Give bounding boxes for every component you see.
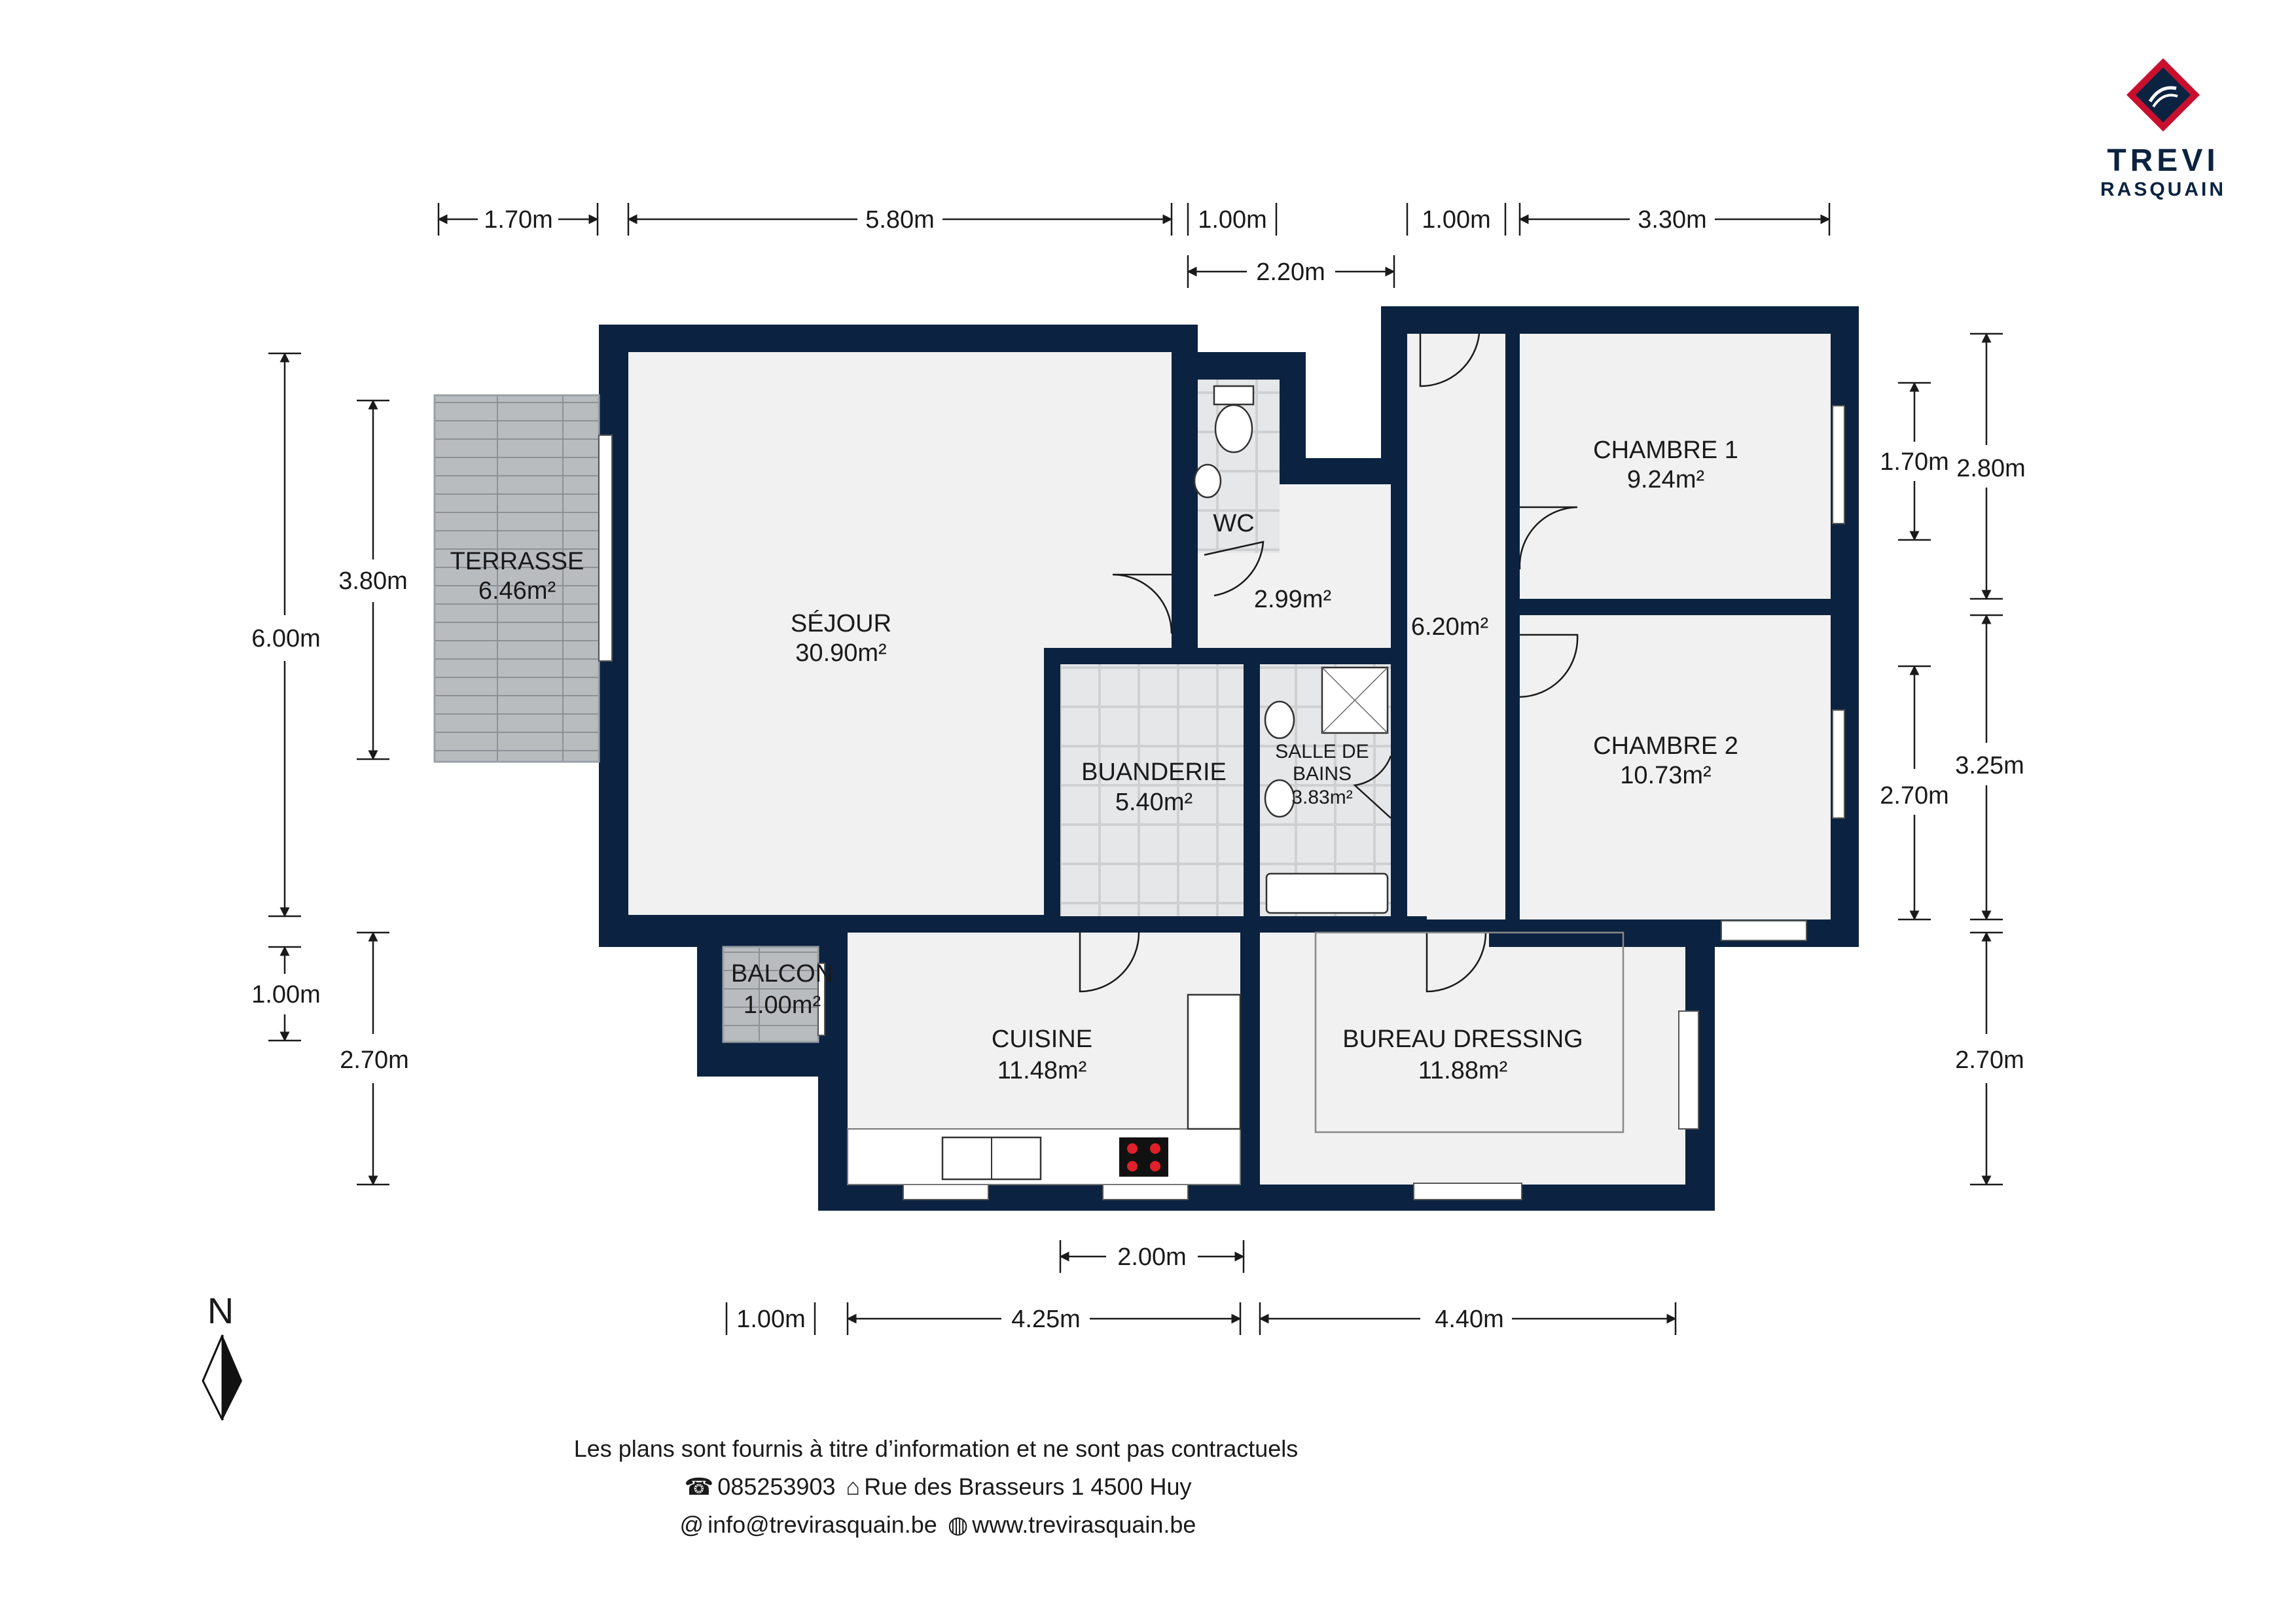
chambre2-floor — [1520, 615, 1831, 919]
sdb-sink-2 — [1264, 779, 1295, 818]
compass-label: N — [207, 1290, 234, 1331]
dim-left-3: 1.00m — [251, 981, 321, 1008]
address: Rue des Brasseurs 1 4500 Huy — [864, 1473, 1192, 1500]
dim-right-3: 3.25m — [1955, 752, 2024, 779]
balcon-area: 1.00m² — [744, 991, 821, 1019]
dim-top-1: 1.70m — [484, 206, 553, 234]
hall-area: 2.99m² — [1254, 586, 1331, 613]
dim-left-1: 6.00m — [251, 625, 321, 652]
cuisine-area: 11.48m² — [997, 1057, 1087, 1084]
dimensions-left: 6.00m 3.80m 1.00m 2.70m — [251, 352, 409, 1186]
logo-emblem-icon — [2126, 58, 2200, 132]
house-icon: ⌂ — [846, 1473, 861, 1500]
at-icon: @ — [679, 1511, 704, 1538]
dim-bottom-3: 4.40m — [1435, 1306, 1504, 1333]
disclaimer: Les plans sont fournis à titre d’informa… — [573, 1435, 1299, 1462]
cuisine-wall-stub — [1187, 993, 1242, 1130]
bureau-floor — [1260, 933, 1685, 1185]
terrasse-name: TERRASSE — [450, 548, 584, 575]
chambre1-area: 9.24m² — [1627, 466, 1704, 493]
phone: 085253903 — [717, 1473, 836, 1500]
hall-floor — [1198, 484, 1393, 648]
balcon-name: BALCON — [731, 960, 833, 988]
chambre2-area: 10.73m² — [1620, 762, 1711, 789]
dimensions-right: 1.70m 2.80m 3.25m 2.70m 2.70m — [1880, 332, 2026, 1186]
wc-sink-icon — [1193, 463, 1222, 499]
sdb-name-l1: SALLE DE — [1275, 741, 1369, 762]
dim-bottom-2: 4.25m — [1011, 1306, 1081, 1333]
dim-right-5: 2.70m — [1955, 1046, 2024, 1074]
buanderie-name: BUANDERIE — [1081, 758, 1227, 786]
windows — [598, 405, 1845, 1200]
dim-bottom-upper: 2.00m — [1117, 1243, 1187, 1271]
toilet-icon — [1214, 404, 1253, 454]
website[interactable]: www.trevirasquain.be — [972, 1511, 1196, 1538]
dim-top-2: 5.80m — [865, 206, 935, 234]
email[interactable]: info@trevirasquain.be — [708, 1511, 937, 1538]
logo-line1: TREVI — [2107, 143, 2219, 178]
dimensions-top: 1.70m 5.80m 1.00m 1.00m 3.30m 2.20m — [437, 203, 1831, 288]
chambre1-floor — [1520, 334, 1831, 599]
dim-right-4: 2.70m — [1880, 782, 1949, 810]
contact-row-2: @info@trevirasquain.be ◍www.trevirasquai… — [0, 1506, 1872, 1544]
sejour-name: SÉJOUR — [791, 609, 891, 637]
sejour-area: 30.90m² — [795, 639, 886, 667]
chambre2-name: CHAMBRE 2 — [1593, 732, 1738, 760]
compass-icon: N — [202, 1290, 242, 1421]
dim-right-2: 2.80m — [1956, 455, 2026, 482]
kitchen-counter — [847, 1128, 1241, 1185]
wc-name: WC — [1213, 510, 1254, 537]
dim-top-3: 1.00m — [1198, 206, 1267, 234]
buanderie-floor — [1060, 664, 1244, 916]
dim-top-second: 2.20m — [1256, 259, 1325, 286]
sdb-name-l2: BAINS — [1293, 763, 1352, 785]
logo-line2: RASQUAIN — [2100, 179, 2226, 200]
globe-icon: ◍ — [947, 1511, 969, 1538]
logo: TREVI RASQUAIN — [2078, 56, 2248, 201]
room-labels: TERRASSE 6.46m² SÉJOUR 30.90m² WC 2.99m²… — [450, 437, 1738, 1084]
terrasse-area: 6.46m² — [478, 577, 556, 605]
terrasse-deck — [433, 394, 600, 763]
bureau-area: 11.88m² — [1418, 1057, 1508, 1084]
dim-right-1: 1.70m — [1880, 448, 1949, 476]
sdb-area: 3.83m² — [1291, 787, 1352, 808]
wc-tank — [1213, 385, 1255, 406]
doors — [1079, 333, 1579, 993]
chambre1-name: CHAMBRE 1 — [1593, 437, 1738, 464]
sdb-sink-1 — [1264, 700, 1295, 740]
corridor-area: 6.20m² — [1411, 613, 1488, 641]
phone-icon: ☎ — [684, 1473, 714, 1500]
fixtures — [847, 385, 1624, 1185]
corridor-floor — [1407, 334, 1505, 919]
dimensions-bottom: 2.00m 1.00m 4.25m 4.40m — [725, 1240, 1677, 1335]
dim-top-5: 3.30m — [1638, 206, 1707, 234]
bathtub-icon — [1265, 872, 1389, 914]
dressing-outline — [1314, 931, 1624, 1133]
footer: Les plans sont fournis à titre d’informa… — [0, 1430, 1872, 1544]
cuisine-name: CUISINE — [992, 1026, 1092, 1053]
bureau-name: BUREAU DRESSING — [1342, 1026, 1583, 1053]
contact-row-1: ☎085253903 ⌂Rue des Brasseurs 1 4500 Huy — [0, 1468, 1872, 1506]
dim-top-4: 1.00m — [1422, 206, 1491, 234]
dim-left-2: 3.80m — [338, 567, 408, 595]
buanderie-area: 5.40m² — [1115, 789, 1193, 816]
dim-left-4: 2.70m — [340, 1046, 409, 1074]
cooktop-icon — [1119, 1137, 1168, 1177]
dim-bottom-1: 1.00m — [736, 1306, 806, 1333]
